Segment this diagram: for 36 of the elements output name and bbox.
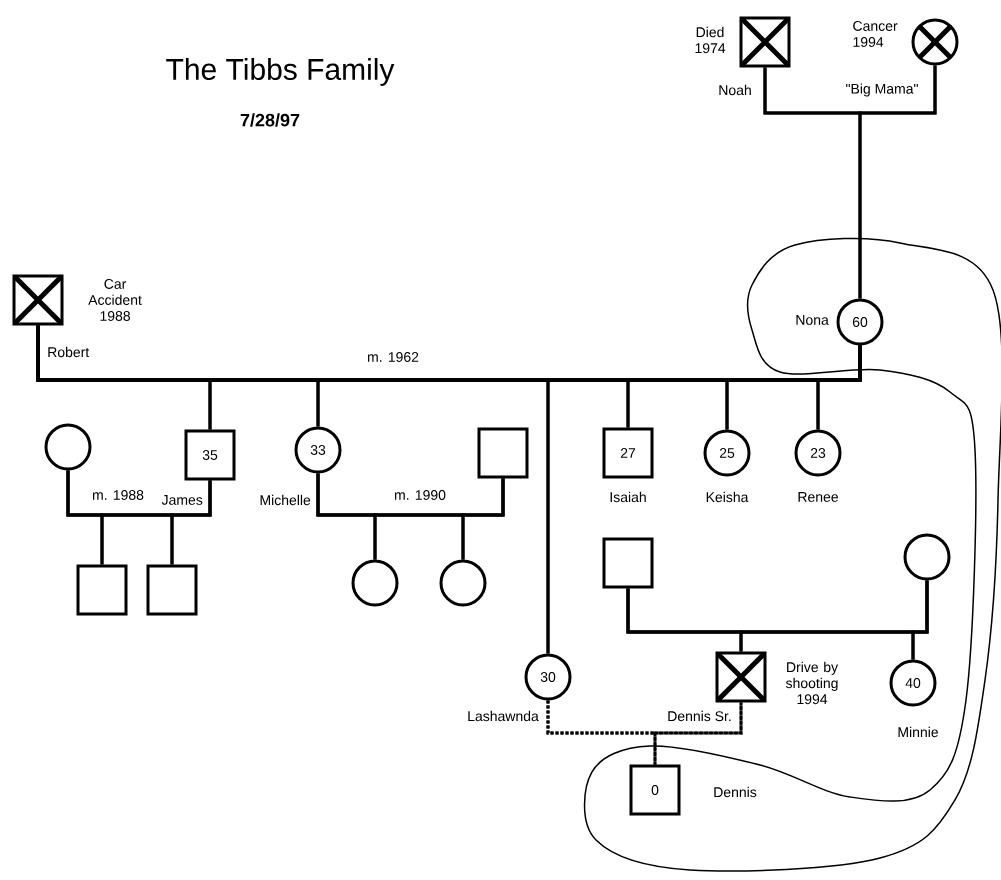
- name-label: Lashawnda: [468, 710, 539, 722]
- event-note: Died 1974: [695, 26, 726, 54]
- square-symbol: [602, 537, 654, 589]
- circle-symbol: [351, 559, 399, 607]
- name-label: Dennis Sr.: [668, 710, 731, 722]
- square-symbol: [76, 564, 128, 616]
- name-label: Dennis: [714, 786, 757, 798]
- name-label: Michelle: [260, 494, 311, 506]
- date-label: 7/28/97: [240, 113, 300, 127]
- circle-symbol: [44, 423, 92, 471]
- event-note: Drive by shooting 1994: [785, 661, 839, 705]
- name-label: Nona: [796, 315, 829, 325]
- event-note: Cancer 1994: [853, 21, 898, 47]
- name-label: Minnie: [898, 726, 938, 738]
- edge-label: m. 1990: [393, 489, 447, 501]
- square-symbol: [146, 564, 198, 616]
- name-label: James: [161, 495, 203, 505]
- connector-line: [858, 65, 937, 299]
- title: The Tibbs Family: [166, 58, 395, 86]
- name-label: "Big Mama": [846, 83, 918, 97]
- name-label: Keisha: [706, 491, 749, 503]
- connector-line: [546, 345, 862, 654]
- edge-label: m. 1988: [91, 489, 145, 501]
- square-symbol: [477, 427, 529, 479]
- circle-symbol: [903, 533, 951, 581]
- event-note: Car Accident 1988: [88, 279, 142, 321]
- edge-label: m. 1962: [366, 351, 420, 363]
- circle-symbol: [439, 559, 487, 607]
- connector-line: [170, 480, 212, 565]
- name-label: Noah: [719, 84, 751, 96]
- name-label: Robert: [48, 346, 90, 358]
- name-label: Renee: [798, 492, 838, 502]
- connector-line: [911, 580, 929, 660]
- connector-line: [653, 702, 743, 765]
- name-label: Isaiah: [610, 491, 646, 503]
- connector-line: [461, 478, 505, 560]
